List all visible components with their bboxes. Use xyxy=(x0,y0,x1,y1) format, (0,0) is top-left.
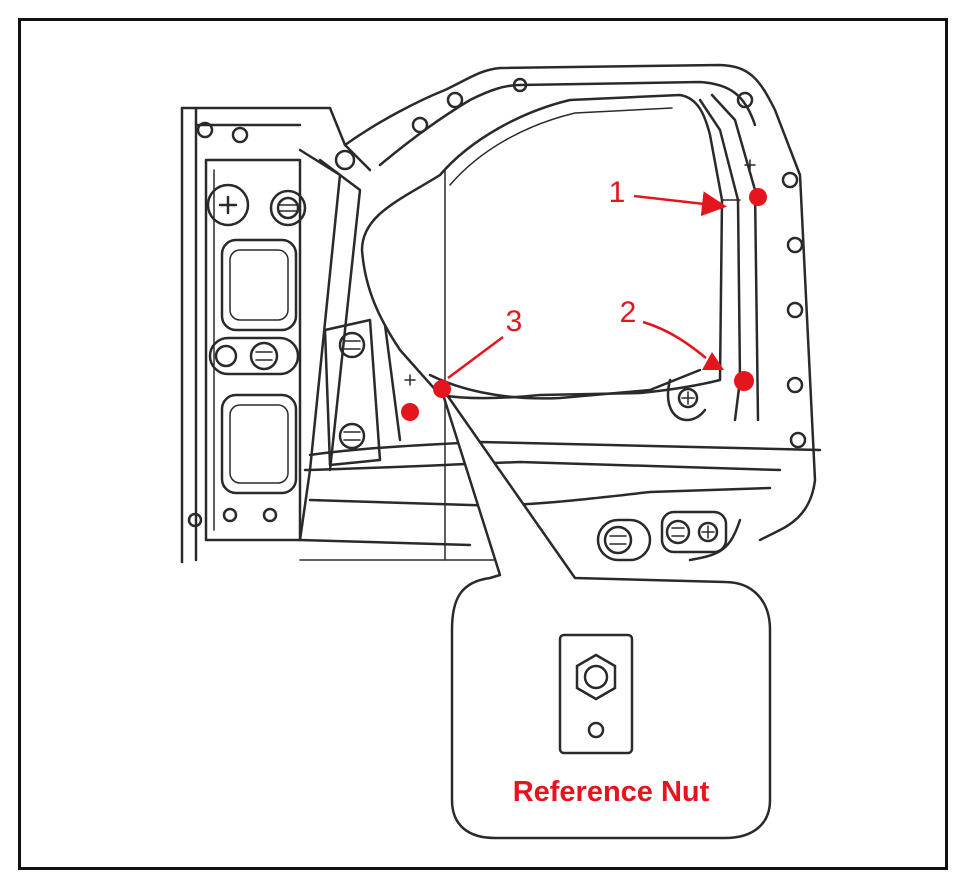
marker-dot-3 xyxy=(433,380,451,398)
reference-nut-bracket xyxy=(558,633,634,755)
callout-1: 1 xyxy=(609,176,767,217)
marker-dot-2 xyxy=(734,371,754,391)
callout-leader-3 xyxy=(447,335,504,380)
callout-2: 2 xyxy=(620,296,754,391)
callout-arrow-1 xyxy=(633,191,727,217)
marker-dot-3b xyxy=(401,403,419,421)
reference-nut-label: Reference Nut xyxy=(513,776,710,808)
callout-number-3: 3 xyxy=(506,305,523,338)
callout-3: 3 xyxy=(401,305,522,421)
callout-number-2: 2 xyxy=(620,296,637,329)
marker-triangle-2 xyxy=(702,352,724,370)
callout-leader-2 xyxy=(642,320,707,359)
marker-dot-1 xyxy=(749,188,767,206)
callout-number-1: 1 xyxy=(609,176,626,209)
reference-nut-detail-bubble xyxy=(438,383,772,840)
